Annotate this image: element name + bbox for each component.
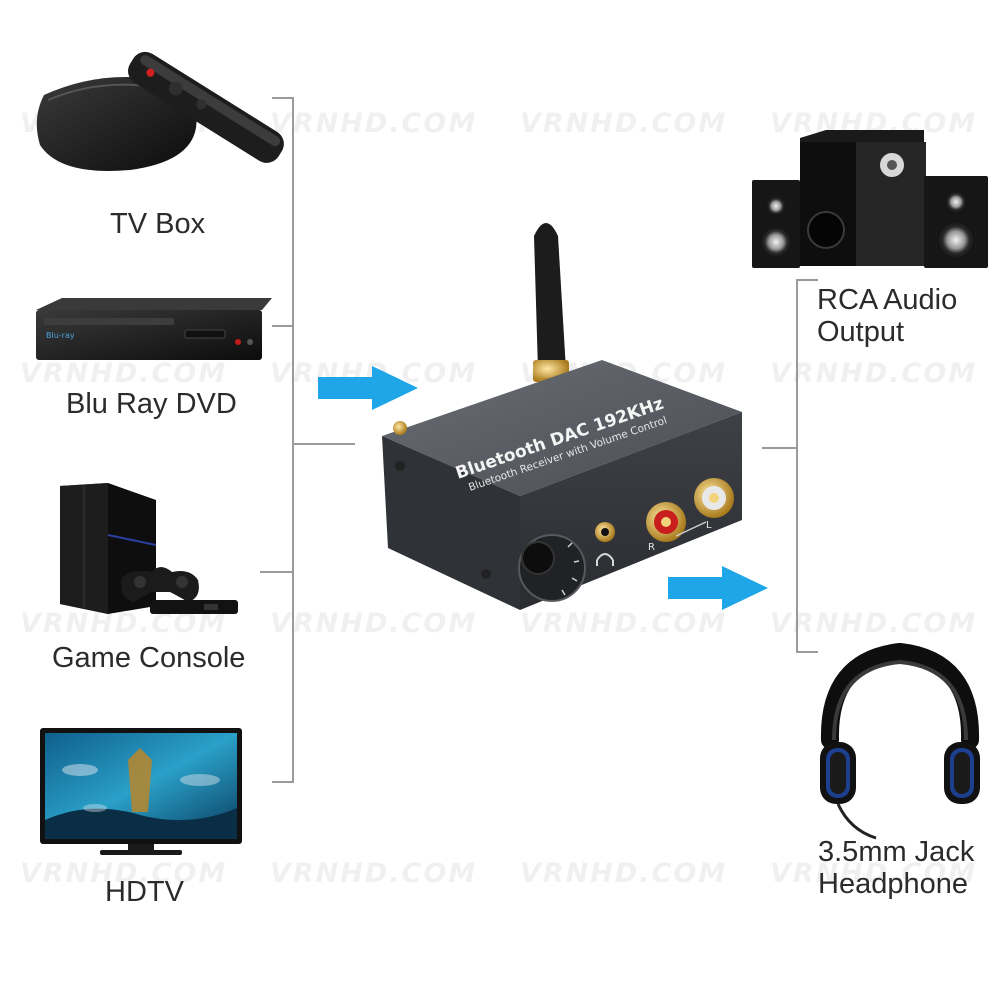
watermark: VRNHD.COM: [270, 108, 478, 139]
source-label-blu-ray-dvd: Blu Ray DVD: [66, 388, 237, 420]
rca-right-label: R: [648, 542, 655, 553]
tv-box-icon: [36, 51, 284, 171]
bluetooth-dac-device: R L Bluetooth DAC 192KHz Bluetooth Recei…: [382, 223, 742, 610]
watermark: VRNHD.COM: [770, 608, 978, 639]
source-connector-bracket: [260, 97, 355, 783]
game-console-icon: [60, 483, 238, 614]
output-arrow-icon: [668, 566, 768, 610]
watermark: VRNHD.COM: [270, 858, 478, 889]
input-arrow-icon: [318, 366, 418, 410]
source-label-tv-box: TV Box: [110, 208, 206, 240]
headphone-icon: [820, 642, 980, 840]
hdtv-icon: [40, 728, 242, 855]
watermark: VRNHD.COM: [520, 108, 728, 139]
watermark: VRNHD.COM: [270, 608, 478, 639]
speaker-system-icon: [752, 130, 988, 268]
bluray-player-icon: Blu-ray: [36, 298, 272, 360]
source-label-hdtv: HDTV: [105, 876, 184, 908]
output-connector-bracket: [762, 279, 818, 653]
rca-left-label: L: [706, 520, 712, 531]
watermark: VRNHD.COM: [20, 858, 228, 889]
watermark: VRNHD.COM: [20, 358, 228, 389]
svg-text:Blu-ray: Blu-ray: [46, 331, 75, 340]
output-label-headphone: 3.5mm Jack Headphone: [818, 836, 975, 900]
watermark: VRNHD.COM: [770, 358, 978, 389]
watermark: VRNHD.COM: [770, 858, 978, 889]
source-label-game-console: Game Console: [52, 642, 246, 674]
watermark: VRNHD.COM: [520, 858, 728, 889]
watermark: VRNHD.COM: [520, 608, 728, 639]
output-label-rca-audio: RCA Audio Output: [817, 284, 958, 348]
